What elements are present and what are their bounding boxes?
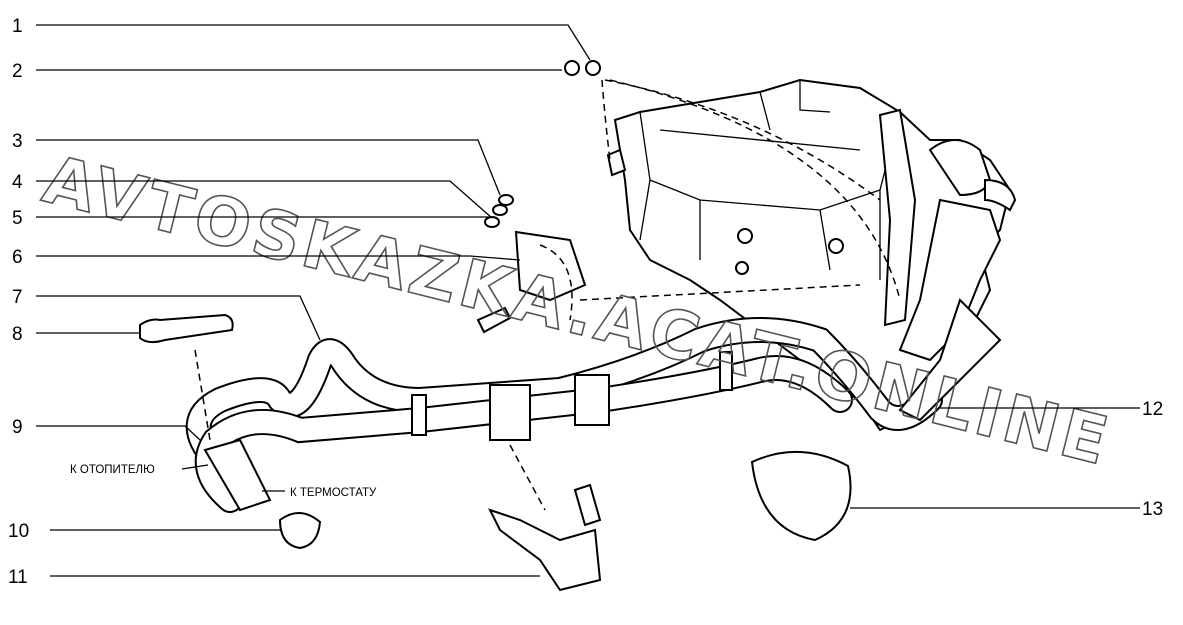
parts xyxy=(139,60,852,592)
note-to-heater: К ОТОПИТЕЛЮ xyxy=(70,464,155,476)
bracket-part xyxy=(514,230,587,302)
clamp-part xyxy=(278,512,322,550)
callout-1: 1 xyxy=(12,16,23,37)
callout-12: 12 xyxy=(1142,399,1163,420)
engine-block xyxy=(606,78,1017,432)
callout-7: 7 xyxy=(12,287,23,308)
nut-part xyxy=(564,60,580,76)
callout-11: 11 xyxy=(8,567,28,588)
callouts: 1 2 3 4 5 6 7 8 9 10 11 12 13 К ОТОПИТЕЛ… xyxy=(8,16,1163,588)
callout-4: 4 xyxy=(12,172,23,193)
bolt-part xyxy=(476,306,512,334)
callout-9: 9 xyxy=(12,417,23,438)
pipe-part xyxy=(139,313,234,344)
callout-6: 6 xyxy=(12,247,23,268)
note-to-thermostat: К ТЕРМОСТАТУ xyxy=(290,487,377,499)
assembly-lines xyxy=(194,79,901,511)
washer-part xyxy=(585,60,601,76)
callout-13: 13 xyxy=(1142,499,1163,520)
callout-2: 2 xyxy=(12,61,23,82)
leader-lines xyxy=(36,24,1140,577)
callout-10: 10 xyxy=(8,521,29,542)
callout-8: 8 xyxy=(12,324,23,345)
support-bracket-part xyxy=(488,508,602,592)
callout-5: 5 xyxy=(12,208,23,229)
callout-3: 3 xyxy=(12,131,23,152)
